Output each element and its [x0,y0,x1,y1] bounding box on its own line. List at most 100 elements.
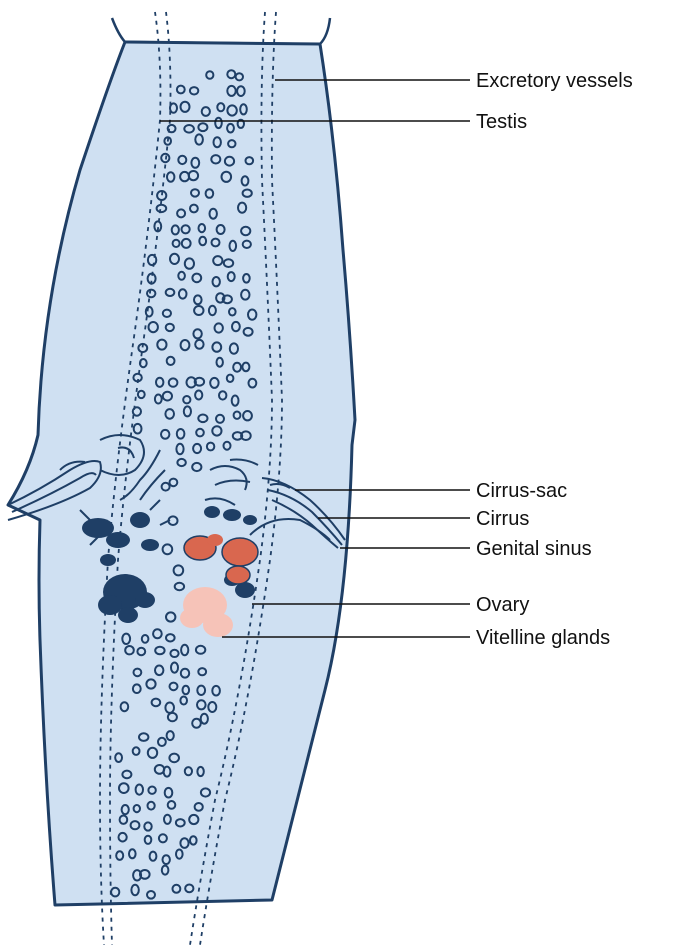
testis-follicle [161,543,174,556]
testis-follicle [221,294,233,305]
testis-follicle [167,377,179,388]
testis-follicle [165,633,176,643]
testis-follicle [156,190,168,201]
testis-follicle [164,322,175,333]
testis-follicle [207,304,217,317]
testis-follicle [131,683,142,695]
testis-follicle [170,661,179,674]
testis-follicle [190,188,200,198]
testis-follicle [199,712,209,725]
testis-follicle [214,116,223,130]
testis-follicle [147,321,159,334]
ovary [183,534,259,585]
testis-follicle [132,804,142,814]
testis-follicle [192,328,203,340]
testis-follicle [114,752,123,763]
testis-follicle [164,287,176,297]
testis-follicle [146,272,157,285]
testis-follicle [192,442,203,455]
testis-follicle [236,118,246,129]
testis-follicle [226,104,238,117]
testis-follicle [197,413,209,424]
testis-follicle [176,208,187,219]
testis-follicle [200,106,211,117]
testis-follicle [140,634,150,644]
testis-follicle [155,203,168,214]
testis-follicle [166,800,177,810]
testis-follicle [154,664,165,677]
testis-follicle [161,390,173,402]
testis-follicle [179,837,190,849]
testis-follicle [240,288,251,301]
testis-follicle [196,684,207,696]
testis-follicle [165,611,177,623]
testis-follicle [197,223,207,234]
testis-follicle [211,341,223,353]
testis-follicle [139,869,151,880]
testis-follicle [231,320,241,333]
label-testis: Testis [476,111,527,133]
testis-follicle [211,425,223,437]
testis-follicle [169,102,178,114]
testis-follicle [170,224,180,236]
testis-follicle [176,457,187,468]
testis-follicle [132,372,143,383]
testis-follicle [205,441,216,452]
testis-follicle [197,122,209,133]
testis-follicle [163,813,172,825]
label-genital-sinus: Genital sinus [476,538,592,560]
testis-follicle [155,376,165,388]
testis-follicle [160,428,171,440]
testis-follicle [242,410,253,422]
testis-follicle [175,428,186,440]
testis-follicle [180,643,190,657]
testis-follicle [146,800,156,811]
testis-follicle [136,389,146,400]
testis-follicle [153,393,163,405]
testis-follicle [182,395,192,405]
testis-follicle [215,224,226,235]
testis-follicle [222,440,232,451]
testis-follicle [228,342,239,355]
testis-follicle [177,270,186,281]
testis-follicle [181,684,191,696]
testis-follicle [222,258,235,269]
testis-follicle [132,667,143,678]
testis-follicle [129,820,141,831]
testis-follicle [124,645,135,656]
testis-follicle [146,253,158,267]
testis-follicle [194,133,204,146]
testis-follicle [212,136,222,149]
testis-follicle [172,564,185,577]
testis-follicle [119,701,130,713]
testis-follicle [191,272,203,284]
testis-follicle [232,410,242,420]
testis-follicle [175,442,185,456]
testis-follicle [136,646,147,657]
testis-follicle [228,307,237,317]
testis-follicle [183,124,195,134]
testis-follicle [210,154,222,165]
testis-follicle [128,848,137,860]
testis-follicle [239,103,248,116]
testis-follicle [132,422,143,435]
testis-follicle [240,175,250,187]
testis-follicle [196,699,207,711]
testis-follicle [161,854,171,865]
testis-follicle [213,322,224,334]
testis-follicle [193,294,203,306]
testis-follicle [179,695,188,706]
testis-follicle [118,782,130,794]
testis-follicle [163,786,174,799]
testis-follicle [146,890,156,900]
testis-follicle [160,481,171,492]
anterior-segment-edge [110,17,332,46]
testis-follicle [183,257,195,270]
testis-follicle [166,123,177,134]
testis-follicles [110,69,258,900]
testis-follicle [226,271,236,283]
testis-follicle [198,235,208,247]
testis-follicle [193,376,206,387]
testis-follicle [218,390,228,401]
